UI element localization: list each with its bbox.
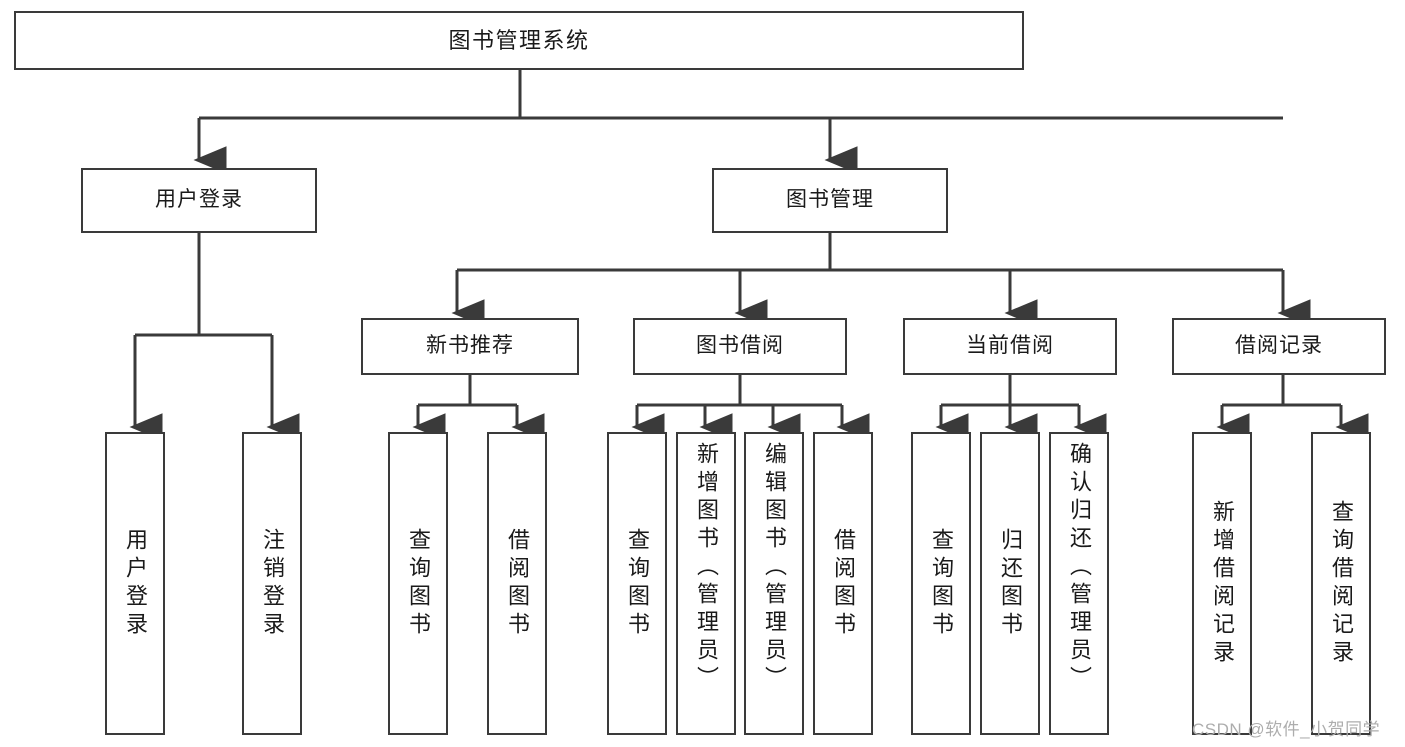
node-label: 借阅图书 [505,527,530,640]
leaf-add-book-admin[interactable]: 新增图书（管理员） [676,432,736,735]
node-label: 新书推荐 [426,334,514,358]
leaf-query-books-new[interactable]: 查询图书 [388,432,448,735]
node-label: 借阅图书 [831,527,856,640]
node-label: 查询图书 [625,527,650,640]
node-label: 用户登录 [155,188,243,212]
leaf-edit-book-admin[interactable]: 编辑图书（管理员） [744,432,804,735]
leaf-user-login[interactable]: 用户登录 [105,432,165,735]
node-label: 编辑图书（管理员） [762,442,787,694]
leaf-borrow-books[interactable]: 借阅图书 [813,432,873,735]
leaf-query-books-current[interactable]: 查询图书 [911,432,971,735]
node-label: 当前借阅 [966,334,1054,358]
leaf-add-borrow-record[interactable]: 新增借阅记录 [1192,432,1252,735]
node-user-login[interactable]: 用户登录 [81,168,317,233]
node-label: 图书管理系统 [448,27,590,53]
node-label: 图书借阅 [696,334,784,358]
node-book-borrowing[interactable]: 图书借阅 [633,318,847,375]
csdn-watermark: CSDN @软件_小贺同学 [1192,720,1381,739]
leaf-query-borrow-record[interactable]: 查询借阅记录 [1311,432,1371,735]
node-label: 查询图书 [929,527,954,640]
node-label: 确认归还（管理员） [1067,442,1092,694]
leaf-return-books[interactable]: 归还图书 [980,432,1040,735]
leaf-confirm-return-admin[interactable]: 确认归还（管理员） [1049,432,1109,735]
leaf-logout[interactable]: 注销登录 [242,432,302,735]
node-label: 新增图书（管理员） [694,442,719,694]
node-label: 注销登录 [260,527,285,640]
node-label: 用户登录 [123,527,148,640]
leaf-borrow-books-new[interactable]: 借阅图书 [487,432,547,735]
node-new-book-recommendation[interactable]: 新书推荐 [361,318,579,375]
node-borrowing-record[interactable]: 借阅记录 [1172,318,1386,375]
node-label: 图书管理 [786,188,874,212]
node-root-book-management-system[interactable]: 图书管理系统 [14,11,1024,70]
leaf-query-books-borrow[interactable]: 查询图书 [607,432,667,735]
node-label: 查询图书 [406,527,431,640]
node-label: 新增借阅记录 [1210,499,1235,668]
node-current-borrowing[interactable]: 当前借阅 [903,318,1117,375]
node-label: 借阅记录 [1235,334,1323,358]
node-book-management[interactable]: 图书管理 [712,168,948,233]
node-label: 归还图书 [998,527,1023,640]
node-label: 查询借阅记录 [1329,499,1354,668]
